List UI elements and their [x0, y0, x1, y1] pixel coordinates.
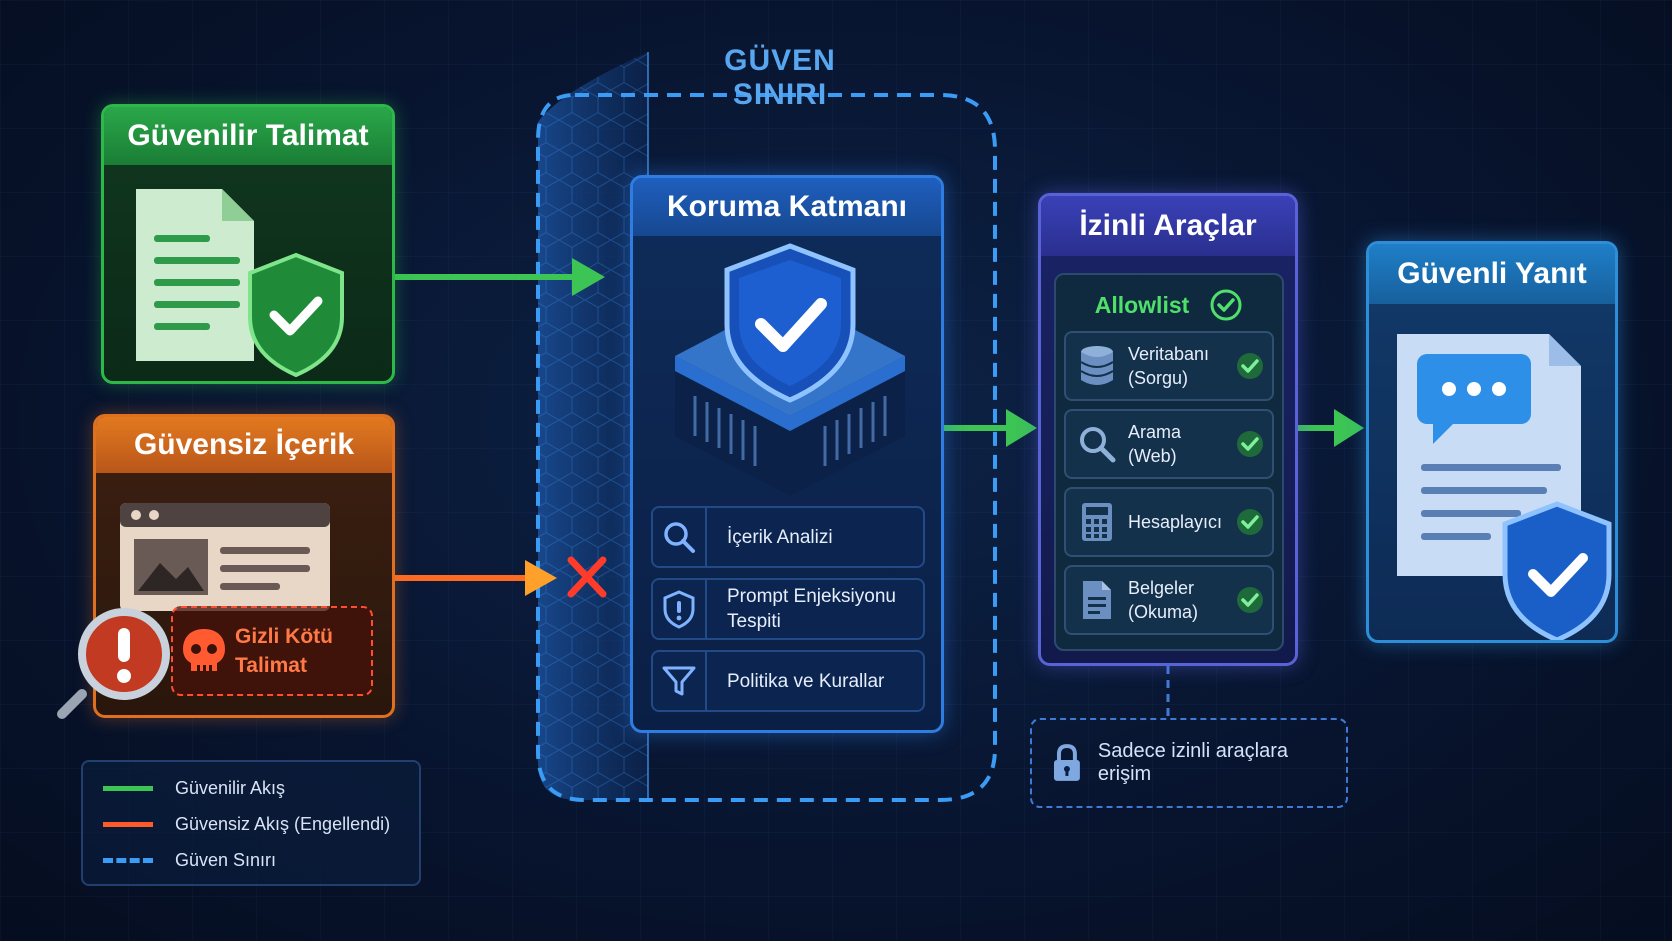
check-icon [1237, 587, 1263, 613]
tool-calculator: Hesaplayıcı [1064, 487, 1274, 557]
search-icon [664, 522, 695, 553]
tool-database: Veritabanı(Sorgu) [1064, 331, 1274, 401]
calculator-icon [1082, 503, 1112, 541]
allowlist-panel: Allowlist Veritabanı(Sorgu) Arama(Web) H… [1054, 273, 1284, 651]
document-shield-icon [136, 189, 344, 378]
web-page-icon [120, 503, 330, 611]
legend-item-trusted-flow: Güvenilir Akış [103, 778, 285, 799]
check-icon [1237, 509, 1263, 535]
tool-access-text: Sadece izinli araçlara erişim [1097, 740, 1288, 785]
allowlist-label: Allowlist [1094, 291, 1190, 318]
legend-swatch [103, 822, 153, 827]
allowed-tools-title: İzinli Araçlar [1041, 196, 1295, 256]
hidden-instruction-text: Gizli Kötü Talimat [235, 625, 333, 677]
trusted-flow-arrow [395, 258, 605, 296]
legend-swatch [103, 786, 153, 791]
safe-response-title: Güvenli Yanıt [1369, 244, 1615, 304]
legend-swatch [103, 858, 153, 863]
check-icon [1237, 353, 1263, 379]
trust-boundary-line [536, 93, 997, 802]
allowed-tools-card: İzinli Araçlar Allowlist Veritabanı(Sorg… [1038, 193, 1298, 666]
untrusted-content-title: Güvensiz İçerik [96, 417, 392, 473]
blocked-x-icon [567, 556, 607, 598]
response-document-icon [1397, 334, 1612, 640]
warning-magnifier-icon [57, 608, 170, 719]
tool-search-web: Arama(Web) [1064, 409, 1274, 479]
safe-response-card: Güvenli Yanıt [1366, 241, 1618, 643]
document-icon [1083, 581, 1111, 619]
feature-policy-rules: Politika ve Kurallar [651, 650, 925, 712]
trust-boundary-title: GÜVEN SINIRI [724, 44, 836, 111]
feature-content-analysis: İçerik Analizi [651, 506, 925, 568]
database-icon [1080, 346, 1114, 385]
hidden-malicious-instruction: Gizli Kötü Talimat [171, 606, 373, 696]
search-icon [1080, 427, 1116, 463]
protection-layer-card: Koruma Katmanı İçerik Analizi Prompt Enj… [630, 175, 944, 733]
shield-wall [538, 52, 649, 800]
shield-icon [663, 590, 695, 629]
legend-item-untrusted-flow: Güvensiz Akış (Engellendi) [103, 814, 390, 835]
trusted-instruction-title: Güvenilir Talimat [104, 107, 392, 165]
legend-item-trust-boundary: Güven Sınırı [103, 850, 276, 871]
legend: Güvenilir Akış Güvensiz Akış (Engellendi… [81, 760, 421, 886]
filter-icon [662, 666, 696, 696]
protection-to-tools-arrow [944, 409, 1037, 447]
tool-access-note: Sadece izinli araçlara erişim [1030, 718, 1348, 808]
check-icon [1237, 431, 1263, 457]
skull-icon [183, 629, 225, 671]
shield-server-icon [675, 243, 905, 496]
untrusted-flow-arrow [395, 560, 557, 596]
tools-to-response-arrow [1298, 409, 1364, 447]
check-circle-icon [1210, 289, 1242, 321]
lock-icon [1053, 744, 1080, 781]
trusted-instruction-card: Güvenilir Talimat [101, 104, 395, 384]
protection-layer-title: Koruma Katmanı [633, 178, 941, 236]
tool-documents-read: Belgeler(Okuma) [1064, 565, 1274, 635]
